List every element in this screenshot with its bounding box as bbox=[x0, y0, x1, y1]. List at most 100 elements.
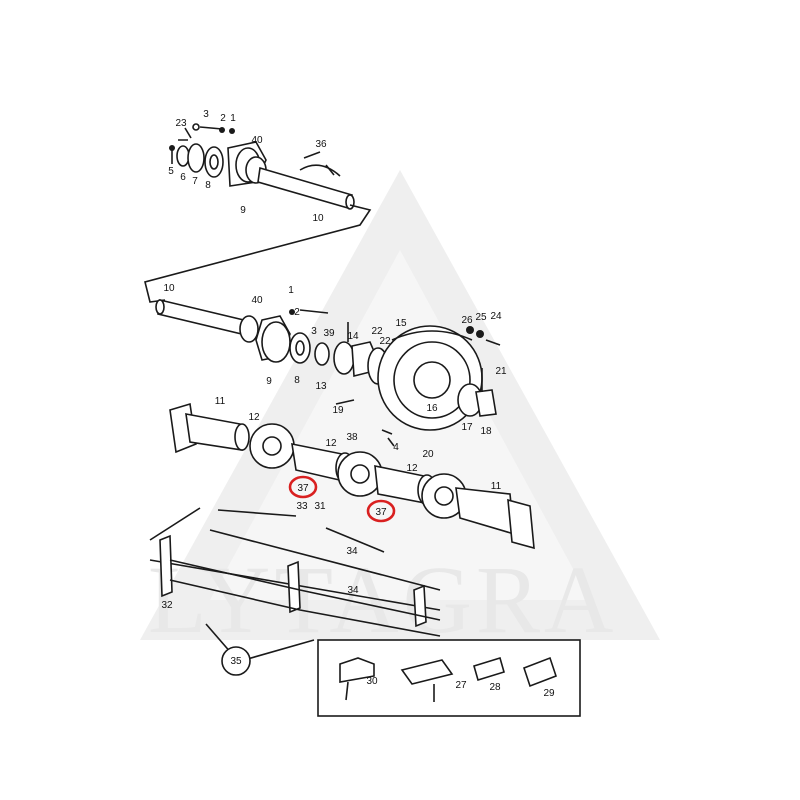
bolt-head bbox=[192, 123, 200, 131]
bearing-bore bbox=[209, 154, 219, 170]
callout-23: 23 bbox=[175, 118, 187, 129]
pulley-groove bbox=[391, 330, 473, 341]
callout-36: 36 bbox=[315, 139, 327, 150]
bearing-8-bore bbox=[295, 340, 305, 356]
callout-3-lower: 3 bbox=[311, 326, 317, 337]
callout-6: 6 bbox=[180, 172, 186, 183]
callout-2-upper: 2 bbox=[220, 113, 226, 124]
link-30 bbox=[339, 657, 375, 683]
bolt-4 bbox=[381, 429, 395, 447]
shaft-end-upper bbox=[345, 194, 355, 210]
bearing-ring bbox=[187, 143, 205, 173]
callout-12b: 12 bbox=[325, 438, 337, 449]
callout-21: 21 bbox=[495, 366, 507, 377]
callout-1-lower: 1 bbox=[288, 285, 294, 296]
callout-10-upper: 10 bbox=[312, 213, 324, 224]
washer-part bbox=[229, 128, 235, 134]
key-36 bbox=[299, 151, 341, 177]
sprocket-12c-hub bbox=[434, 486, 454, 506]
callout-35-circle bbox=[221, 646, 251, 676]
callout-7: 7 bbox=[192, 176, 198, 187]
callout-37a: 37 bbox=[297, 483, 309, 494]
nut-part bbox=[219, 127, 225, 133]
clip-part bbox=[178, 127, 192, 141]
flange-9-hub bbox=[261, 321, 291, 363]
callout-22a: 22 bbox=[371, 326, 383, 337]
callout-14: 14 bbox=[347, 331, 359, 342]
link-27 bbox=[400, 659, 454, 685]
callout-27: 27 bbox=[455, 680, 467, 691]
collar-40-lower bbox=[239, 315, 259, 343]
callout-12c: 12 bbox=[406, 463, 418, 474]
callout-31: 31 bbox=[314, 501, 326, 512]
callout-33: 33 bbox=[296, 501, 308, 512]
callout-25: 25 bbox=[475, 312, 487, 323]
callout-29: 29 bbox=[543, 688, 555, 699]
callout-11-right: 11 bbox=[491, 481, 502, 492]
leader-35-b bbox=[243, 639, 315, 661]
frame-rail-c bbox=[209, 529, 441, 591]
callout-20: 20 bbox=[422, 449, 434, 460]
hub-14 bbox=[333, 341, 355, 375]
key-arrow bbox=[325, 164, 335, 176]
washer-25 bbox=[476, 330, 484, 338]
callout-35: 35 bbox=[230, 656, 242, 667]
callout-32: 32 bbox=[161, 600, 173, 611]
callout-10-lower: 10 bbox=[163, 283, 175, 294]
callout-8-upper: 8 bbox=[205, 180, 211, 191]
callout-18: 18 bbox=[480, 426, 492, 437]
callout-5: 5 bbox=[168, 166, 174, 177]
callout-39: 39 bbox=[323, 328, 335, 339]
highlight-37b bbox=[366, 499, 396, 523]
shaft-end-lower bbox=[155, 299, 165, 315]
sprocket-12a-hub bbox=[262, 436, 282, 456]
links-inset bbox=[317, 639, 581, 717]
link-30-pin bbox=[345, 681, 349, 701]
grease-nipple bbox=[169, 145, 175, 151]
sprocket-38-hub bbox=[350, 464, 370, 484]
highlight-37a bbox=[288, 475, 318, 499]
callout-28: 28 bbox=[489, 682, 501, 693]
callout-34a: 34 bbox=[346, 546, 358, 557]
shaft-10-lower bbox=[157, 299, 253, 337]
link-29 bbox=[522, 656, 558, 688]
callout-9-lower: 9 bbox=[266, 376, 272, 387]
conveyor-group bbox=[149, 507, 441, 676]
chain-link-right bbox=[413, 584, 427, 628]
slat-34-upper bbox=[169, 559, 441, 621]
callout-19: 19 bbox=[332, 405, 344, 416]
bolt-part bbox=[199, 126, 223, 130]
nut-2 bbox=[289, 309, 295, 315]
callout-2-lower: 2 bbox=[294, 307, 300, 318]
slat-34-lower bbox=[169, 579, 441, 637]
callout-17: 17 bbox=[461, 422, 473, 433]
arrow-right bbox=[325, 527, 385, 553]
pulley-20-hub bbox=[413, 361, 451, 399]
callout-22b: 22 bbox=[379, 336, 391, 347]
callout-38: 38 bbox=[346, 432, 358, 443]
callout-24: 24 bbox=[490, 311, 502, 322]
callout-12a: 12 bbox=[248, 412, 260, 423]
callout-3-upper: 3 bbox=[203, 109, 209, 120]
arrow-left bbox=[217, 509, 297, 517]
callout-4: 4 bbox=[393, 442, 399, 453]
callout-16: 16 bbox=[426, 403, 438, 414]
flange-11-right bbox=[507, 498, 535, 550]
link-28 bbox=[473, 656, 505, 682]
frame-rail-a bbox=[149, 507, 201, 541]
hub-18 bbox=[475, 389, 497, 417]
callout-40-lower: 40 bbox=[251, 295, 263, 306]
drive-assembly-group bbox=[155, 299, 501, 447]
key-19 bbox=[335, 399, 355, 405]
callout-11-left: 11 bbox=[215, 396, 226, 407]
tube-11-right bbox=[455, 487, 515, 536]
callout-26: 26 bbox=[461, 315, 473, 326]
chain-link-left bbox=[159, 534, 173, 598]
sprocket-shaft-group bbox=[169, 402, 535, 550]
callout-15: 15 bbox=[395, 318, 407, 329]
bolt-24 bbox=[485, 339, 501, 346]
bolt-3 bbox=[299, 309, 329, 314]
callout-40-upper: 40 bbox=[251, 135, 263, 146]
